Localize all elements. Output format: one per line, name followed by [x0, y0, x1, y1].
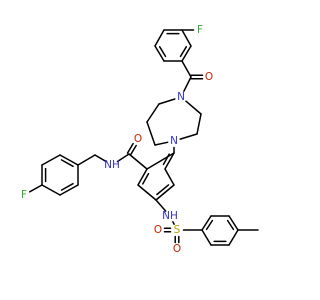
single-bond	[77, 154, 96, 166]
single-bond	[41, 154, 61, 166]
double-bond	[41, 164, 47, 186]
double-bond	[163, 227, 172, 233]
double-bond	[179, 45, 192, 62]
double-bond	[201, 215, 214, 231]
single-bond	[116, 153, 130, 163]
double-bond	[174, 235, 180, 244]
single-bond	[137, 184, 157, 201]
single-bond	[154, 141, 169, 146]
single-bond	[158, 98, 176, 105]
single-bond	[146, 121, 156, 146]
single-bond	[154, 29, 165, 47]
single-bond	[228, 229, 239, 246]
double-bond	[226, 215, 239, 231]
atom-label-nh-sulfonamide: NH	[162, 210, 178, 222]
bond-lines	[28, 29, 259, 246]
double-bond	[210, 240, 230, 246]
double-bond	[137, 168, 150, 186]
double-bond	[59, 154, 79, 168]
atom-label-n-ring-top: N	[177, 91, 185, 103]
single-bond	[196, 113, 202, 135]
atom-label-o-sulfonyl-left: O	[154, 224, 162, 236]
single-bond	[94, 154, 108, 163]
single-bond	[146, 152, 175, 170]
single-bond	[164, 168, 175, 186]
double-bond	[163, 29, 183, 35]
single-bond	[201, 229, 212, 246]
atom-label-f-left: F	[21, 189, 27, 201]
single-bond	[41, 184, 61, 196]
atom-label-n-ring-bottom: N	[170, 135, 178, 147]
atom-label-o-sulfonyl-bottom: O	[173, 243, 181, 255]
atom-label-f-top: F	[197, 24, 203, 36]
single-bond	[146, 103, 160, 123]
single-bond	[181, 60, 192, 78]
single-bond	[181, 29, 192, 47]
single-bond	[28, 184, 43, 193]
double-bond	[59, 182, 79, 196]
single-bond	[179, 133, 198, 140]
single-bond	[183, 76, 192, 92]
atom-label-s-sulfonyl: S	[174, 224, 181, 236]
single-bond	[155, 199, 167, 212]
atom-label-o-amide: O	[134, 133, 142, 145]
single-bond	[185, 100, 202, 115]
double-bond	[126, 142, 137, 156]
double-bond	[155, 184, 175, 201]
atom-label-nh-amide: NH	[104, 159, 120, 171]
atom-label-o-ketone: O	[205, 71, 213, 83]
double-bond	[154, 45, 167, 62]
double-bond	[190, 74, 204, 80]
single-bond	[128, 153, 148, 170]
single-bond	[172, 221, 175, 225]
